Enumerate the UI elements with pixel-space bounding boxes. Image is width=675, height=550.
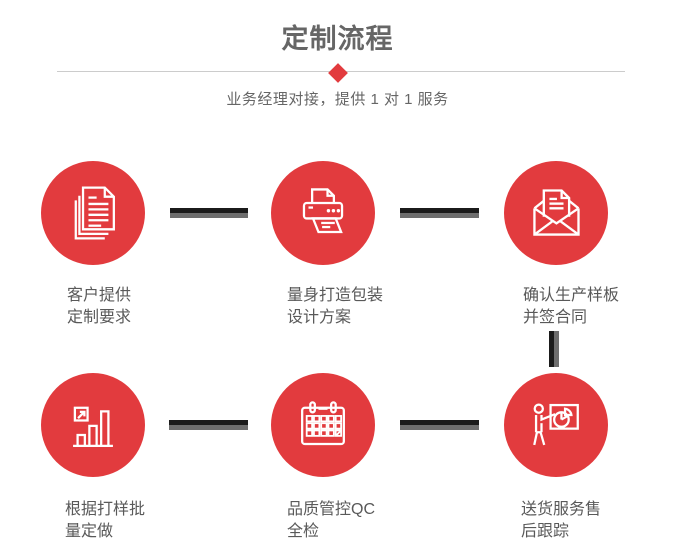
step-label-line: 客户提供	[67, 287, 132, 304]
step-circle-3	[504, 161, 608, 265]
step-label-4: 根据打样批 量定做	[65, 499, 145, 543]
step-label-line: 定制要求	[67, 309, 132, 326]
connector-step3-step6	[549, 331, 559, 367]
step-label-line: 根据打样批	[65, 501, 146, 518]
step-circle-2	[271, 161, 375, 265]
documents-icon	[74, 186, 115, 240]
step-circle-4	[41, 373, 145, 477]
step-circle-1	[41, 161, 145, 265]
step-label-line: 后跟踪	[521, 523, 570, 540]
step-label-3: 确认生产样板 并签合同	[523, 285, 619, 329]
connector-step1-step2	[170, 208, 248, 218]
printer-icon	[302, 188, 344, 234]
step-label-6: 送货服务售 后跟踪	[521, 499, 601, 543]
bar-chart-icon	[73, 406, 113, 447]
calendar-icon	[301, 401, 345, 446]
step-label-line: 并签合同	[523, 309, 588, 326]
step-label-line: 品质管控QC	[287, 501, 376, 518]
step-label-5: 品质管控QC 全检	[287, 499, 375, 543]
step-label-2: 量身打造包装 设计方案	[287, 285, 383, 329]
step-label-line: 全检	[287, 523, 320, 540]
step-label-line: 量定做	[65, 523, 114, 540]
step-label-line: 送货服务售	[521, 501, 602, 518]
step-label-line: 确认生产样板	[523, 287, 620, 304]
step-label-1: 客户提供 定制要求	[67, 285, 131, 329]
envelope-icon	[533, 189, 580, 236]
connector-step5-step6	[400, 420, 479, 430]
connector-step4-step5	[169, 420, 248, 430]
connector-step2-step3	[400, 208, 479, 218]
diamond-icon	[327, 63, 348, 83]
presentation-icon	[533, 403, 579, 446]
step-circle-5	[271, 373, 375, 477]
page-title: 定制流程	[281, 24, 394, 54]
step-label-line: 设计方案	[287, 309, 352, 326]
step-label-line: 量身打造包装	[287, 287, 384, 304]
step-circle-6	[504, 373, 608, 477]
subtitle: 业务经理对接，提供 1 对 1 服务	[226, 91, 449, 108]
